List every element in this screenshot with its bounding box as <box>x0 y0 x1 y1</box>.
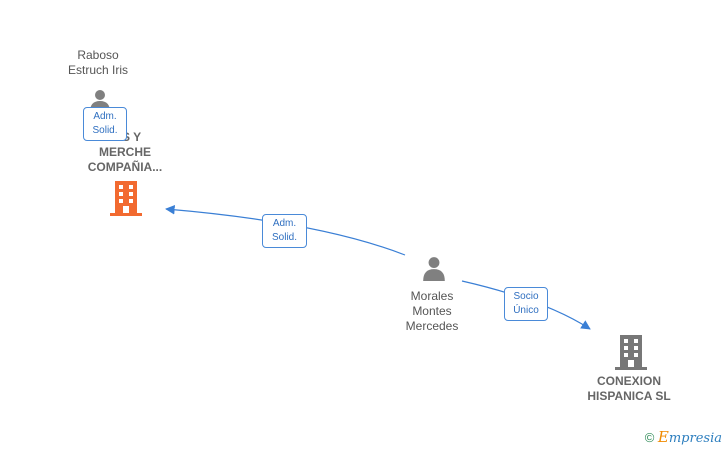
person-morales-name-line3: Mercedes <box>405 319 459 333</box>
person-raboso-name-line1: Raboso <box>77 48 119 62</box>
copyright-symbol: © <box>644 430 655 445</box>
company-conexion-name-line1: CONEXION <box>596 374 661 388</box>
brand-logo-text: mpresia <box>668 431 722 446</box>
person-raboso-label: Raboso Estruch Iris <box>48 48 148 78</box>
edge-badge-raboso-merche-line1: Adm. <box>93 111 117 122</box>
company-merche-building-icon[interactable] <box>110 181 142 216</box>
edge-badge-morales-conexion[interactable]: Socio Único <box>504 287 548 321</box>
company-merche-name-line3: COMPAÑIA... <box>87 160 163 174</box>
brand-logo-e: E <box>657 428 669 446</box>
person-morales-name-line2: Montes <box>412 304 452 318</box>
person-morales-name-line1: Morales <box>410 289 454 303</box>
edge-badge-raboso-merche[interactable]: Adm. Solid. <box>83 107 127 141</box>
edge-badge-morales-merche-line2: Solid. <box>271 232 297 243</box>
edge-badge-morales-conexion-line2: Único <box>513 305 539 316</box>
company-conexion-label: CONEXION HISPANICA SL <box>574 374 684 404</box>
company-conexion-building-icon[interactable] <box>615 335 647 370</box>
company-merche-name-line2: MERCHE <box>98 145 151 159</box>
edge-badge-raboso-merche-line2: Solid. <box>92 125 118 136</box>
company-merche-label: S Y MERCHE COMPAÑIA... <box>70 130 180 175</box>
empresia-watermark: © Empresia <box>645 428 722 446</box>
person-morales-label: Morales Montes Mercedes <box>382 289 482 334</box>
person-raboso-name-line2: Estruch Iris <box>67 63 128 77</box>
edge-badge-morales-conexion-line1: Socio <box>513 291 539 302</box>
edge-badge-morales-merche[interactable]: Adm. Solid. <box>262 214 307 248</box>
edge-badge-morales-merche-line1: Adm. <box>272 218 297 229</box>
company-conexion-name-line2: HISPANICA SL <box>587 389 671 403</box>
person-morales-icon[interactable] <box>421 255 447 281</box>
